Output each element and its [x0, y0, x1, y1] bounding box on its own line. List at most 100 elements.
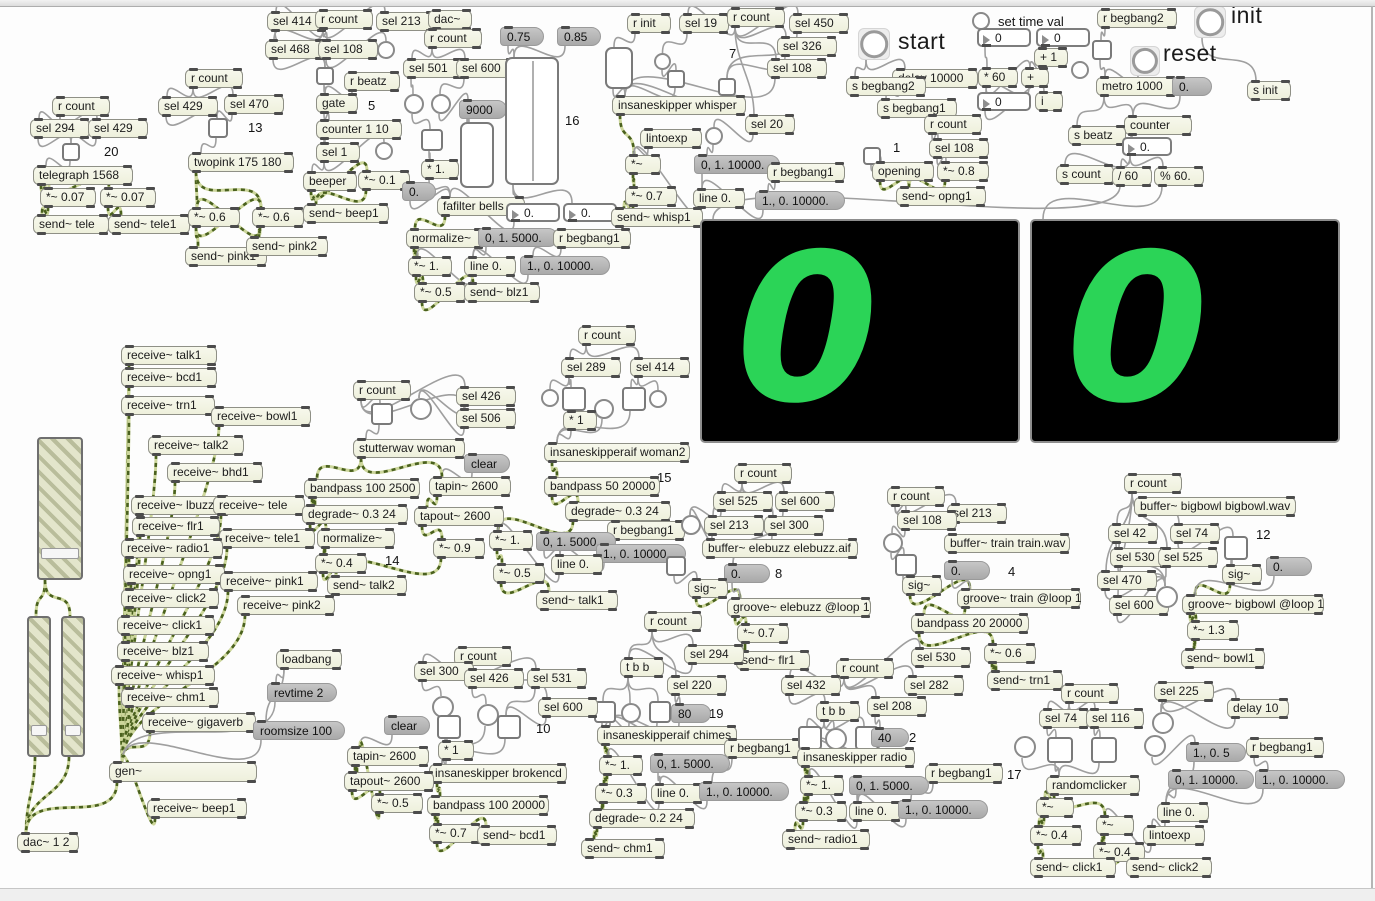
object-box-sel-326[interactable]: sel 326 [777, 36, 837, 57]
object-box-r-count[interactable]: r count [1061, 683, 1119, 704]
object-box-receive-click1[interactable]: receive~ click1 [117, 615, 215, 636]
bang-button-large-g-resetbang[interactable] [1130, 46, 1160, 76]
object-box-sel-414[interactable]: sel 414 [267, 11, 327, 32]
object-box-r-begbang1[interactable]: r begbang1 [925, 763, 1003, 784]
object-box[interactable]: *~ [1096, 815, 1134, 836]
toggle-c-tog[interactable] [316, 67, 334, 85]
object-box-1[interactable]: * 1 [563, 410, 597, 431]
object-box-sel-74[interactable]: sel 74 [1039, 708, 1089, 729]
object-box-r-count[interactable]: r count [836, 658, 894, 679]
message-box-clear[interactable]: clear [384, 715, 430, 735]
object-box-send-bcd1[interactable]: send~ bcd1 [477, 825, 557, 846]
ui-box-e-box[interactable] [605, 47, 633, 89]
object-box-receive-bhd1[interactable]: receive~ bhd1 [167, 462, 263, 483]
toggle-e-tog1[interactable] [667, 70, 685, 88]
object-box-sel-470[interactable]: sel 470 [1097, 570, 1157, 591]
object-box-receive-radio1[interactable]: receive~ radio1 [121, 538, 223, 559]
object-box-r-count[interactable]: r count [52, 96, 110, 117]
object-box-send-blz1[interactable]: send~ blz1 [464, 282, 540, 303]
object-box-r-init[interactable]: r init [627, 13, 671, 34]
object-box-r-begbang1[interactable]: r begbang1 [553, 228, 631, 249]
object-box-sel-1[interactable]: sel 1 [316, 142, 360, 163]
bang-button-large-f-bang[interactable] [858, 28, 890, 60]
bang-button-f-bang2[interactable] [1071, 61, 1089, 79]
object-box-r-begbang2[interactable]: r begbang2 [1097, 8, 1177, 29]
object-box-send-tele[interactable]: send~ tele [33, 214, 109, 235]
object-box-0-6[interactable]: *~ 0.6 [188, 207, 240, 228]
object-box-sel-600[interactable]: sel 600 [775, 491, 835, 512]
object-box-sel-20[interactable]: sel 20 [745, 114, 795, 135]
object-box-1[interactable]: *~ 1. [599, 755, 643, 776]
object-box-insaneskipper-brokencd[interactable]: insaneskipper brokencd [429, 763, 567, 784]
object-box-sel-294[interactable]: sel 294 [30, 118, 90, 139]
object-box-r-count[interactable]: r count [1124, 473, 1182, 494]
object-box-sel-429[interactable]: sel 429 [158, 96, 218, 117]
object-box-r-count[interactable]: r count [353, 380, 411, 401]
object-box-r-count[interactable]: r count [424, 28, 482, 49]
object-box-sel-470[interactable]: sel 470 [224, 94, 284, 115]
object-box-sel-282[interactable]: sel 282 [904, 675, 964, 696]
bang-button-r-bang2[interactable] [1014, 736, 1036, 758]
object-box-receive-chm1[interactable]: receive~ chm1 [121, 687, 219, 708]
object-box-randomclicker[interactable]: randomclicker [1046, 775, 1140, 796]
object-box-buffer-elebuzz-elebuzz-aif[interactable]: buffer~ elebuzz elebuzz.aif [702, 538, 858, 559]
object-box-receive-flr1[interactable]: receive~ flr1 [132, 516, 220, 537]
object-box-sel-506[interactable]: sel 506 [456, 408, 516, 429]
object-box-sel-600[interactable]: sel 600 [1109, 595, 1169, 616]
object-box-bandpass-50-20000[interactable]: bandpass 50 20000 [544, 476, 660, 497]
toggle-d-tog[interactable] [421, 129, 443, 151]
toggle-o-tog2[interactable] [497, 715, 521, 739]
object-box-sel-530[interactable]: sel 530 [1110, 547, 1170, 568]
object-box-sel-108[interactable]: sel 108 [318, 39, 378, 60]
object-box-dac[interactable]: dac~ [428, 9, 472, 30]
object-box-receive-talk2[interactable]: receive~ talk2 [148, 435, 244, 456]
led-number-display-0[interactable]: 0 [700, 219, 1020, 443]
object-box-send-talk2[interactable]: send~ talk2 [327, 575, 407, 596]
object-box-line-0[interactable]: line 0. [651, 783, 703, 804]
object-box-sel-432[interactable]: sel 432 [781, 675, 841, 696]
number-box-0[interactable]: 0 [1036, 28, 1090, 47]
object-box-0-7[interactable]: *~ 0.7 [429, 823, 481, 844]
object-box-0-9[interactable]: *~ 0.9 [433, 538, 485, 559]
object-box-sel-294[interactable]: sel 294 [684, 644, 744, 665]
object-box-send-whisp1[interactable]: send~ whisp1 [611, 207, 703, 228]
led-number-display-0[interactable]: 0 [1030, 219, 1340, 443]
message-box-1-0-10000[interactable]: 1., 0. 10000. [520, 255, 610, 275]
object-box-sel-600[interactable]: sel 600 [538, 697, 598, 718]
bang-button-large-g-initbang[interactable] [1194, 6, 1226, 38]
object-box-r-count[interactable]: r count [734, 463, 792, 484]
object-box-tapin-2600[interactable]: tapin~ 2600 [347, 746, 429, 767]
object-box-60[interactable]: / 60 [1112, 166, 1152, 187]
object-box-send-click1[interactable]: send~ click1 [1030, 857, 1116, 878]
object-box-1[interactable]: *~ 1. [489, 530, 533, 551]
object-box-0-8[interactable]: *~ 0.8 [937, 161, 989, 182]
object-box-1[interactable]: *~ 1. [800, 775, 844, 796]
object-box-0-6[interactable]: *~ 0.6 [252, 207, 304, 228]
object-box-normalize[interactable]: normalize~ [406, 228, 484, 249]
object-box-send-tele1[interactable]: send~ tele1 [108, 214, 190, 235]
object-box-sel-108[interactable]: sel 108 [897, 510, 957, 531]
bang-button-n-bang[interactable] [621, 703, 641, 723]
object-box-r-count[interactable]: r count [644, 611, 702, 632]
toggle-l-tog[interactable] [666, 556, 686, 576]
object-box-buffer-train-train-wav[interactable]: buffer~ train train.wav [944, 533, 1070, 554]
object-box-insaneskipperaif-woman2[interactable]: insaneskipperaif woman2 [544, 442, 690, 463]
object-box-t-b-b[interactable]: t b b [816, 701, 860, 722]
bang-button-j-bang[interactable] [410, 398, 432, 420]
object-box-1[interactable]: * 1. [421, 159, 459, 180]
object-box-0-1[interactable]: *~ 0.1 [358, 170, 410, 191]
object-box-r-count[interactable]: r count [727, 7, 785, 28]
toggle-g-tog[interactable] [1092, 40, 1112, 60]
object-box-sel-108[interactable]: sel 108 [929, 138, 989, 159]
object-box-receive-bowl1[interactable]: receive~ bowl1 [211, 406, 311, 427]
object-box-send-flr1[interactable]: send~ flr1 [736, 650, 810, 671]
message-box-0[interactable]: 0. [402, 181, 436, 201]
object-box-stutterwav-woman[interactable]: stutterwav woman [353, 438, 465, 459]
toggle-q-tog[interactable] [1224, 536, 1248, 560]
object-box-0-4[interactable]: *~ 0.4 [1030, 825, 1082, 846]
object-box-sel-600[interactable]: sel 600 [456, 58, 516, 79]
bang-button-k-bang3[interactable] [649, 390, 667, 408]
object-box-lintoexp[interactable]: lintoexp [640, 128, 702, 149]
bang-button-p-bang[interactable] [825, 728, 847, 750]
object-box-sel-108[interactable]: sel 108 [767, 58, 827, 79]
